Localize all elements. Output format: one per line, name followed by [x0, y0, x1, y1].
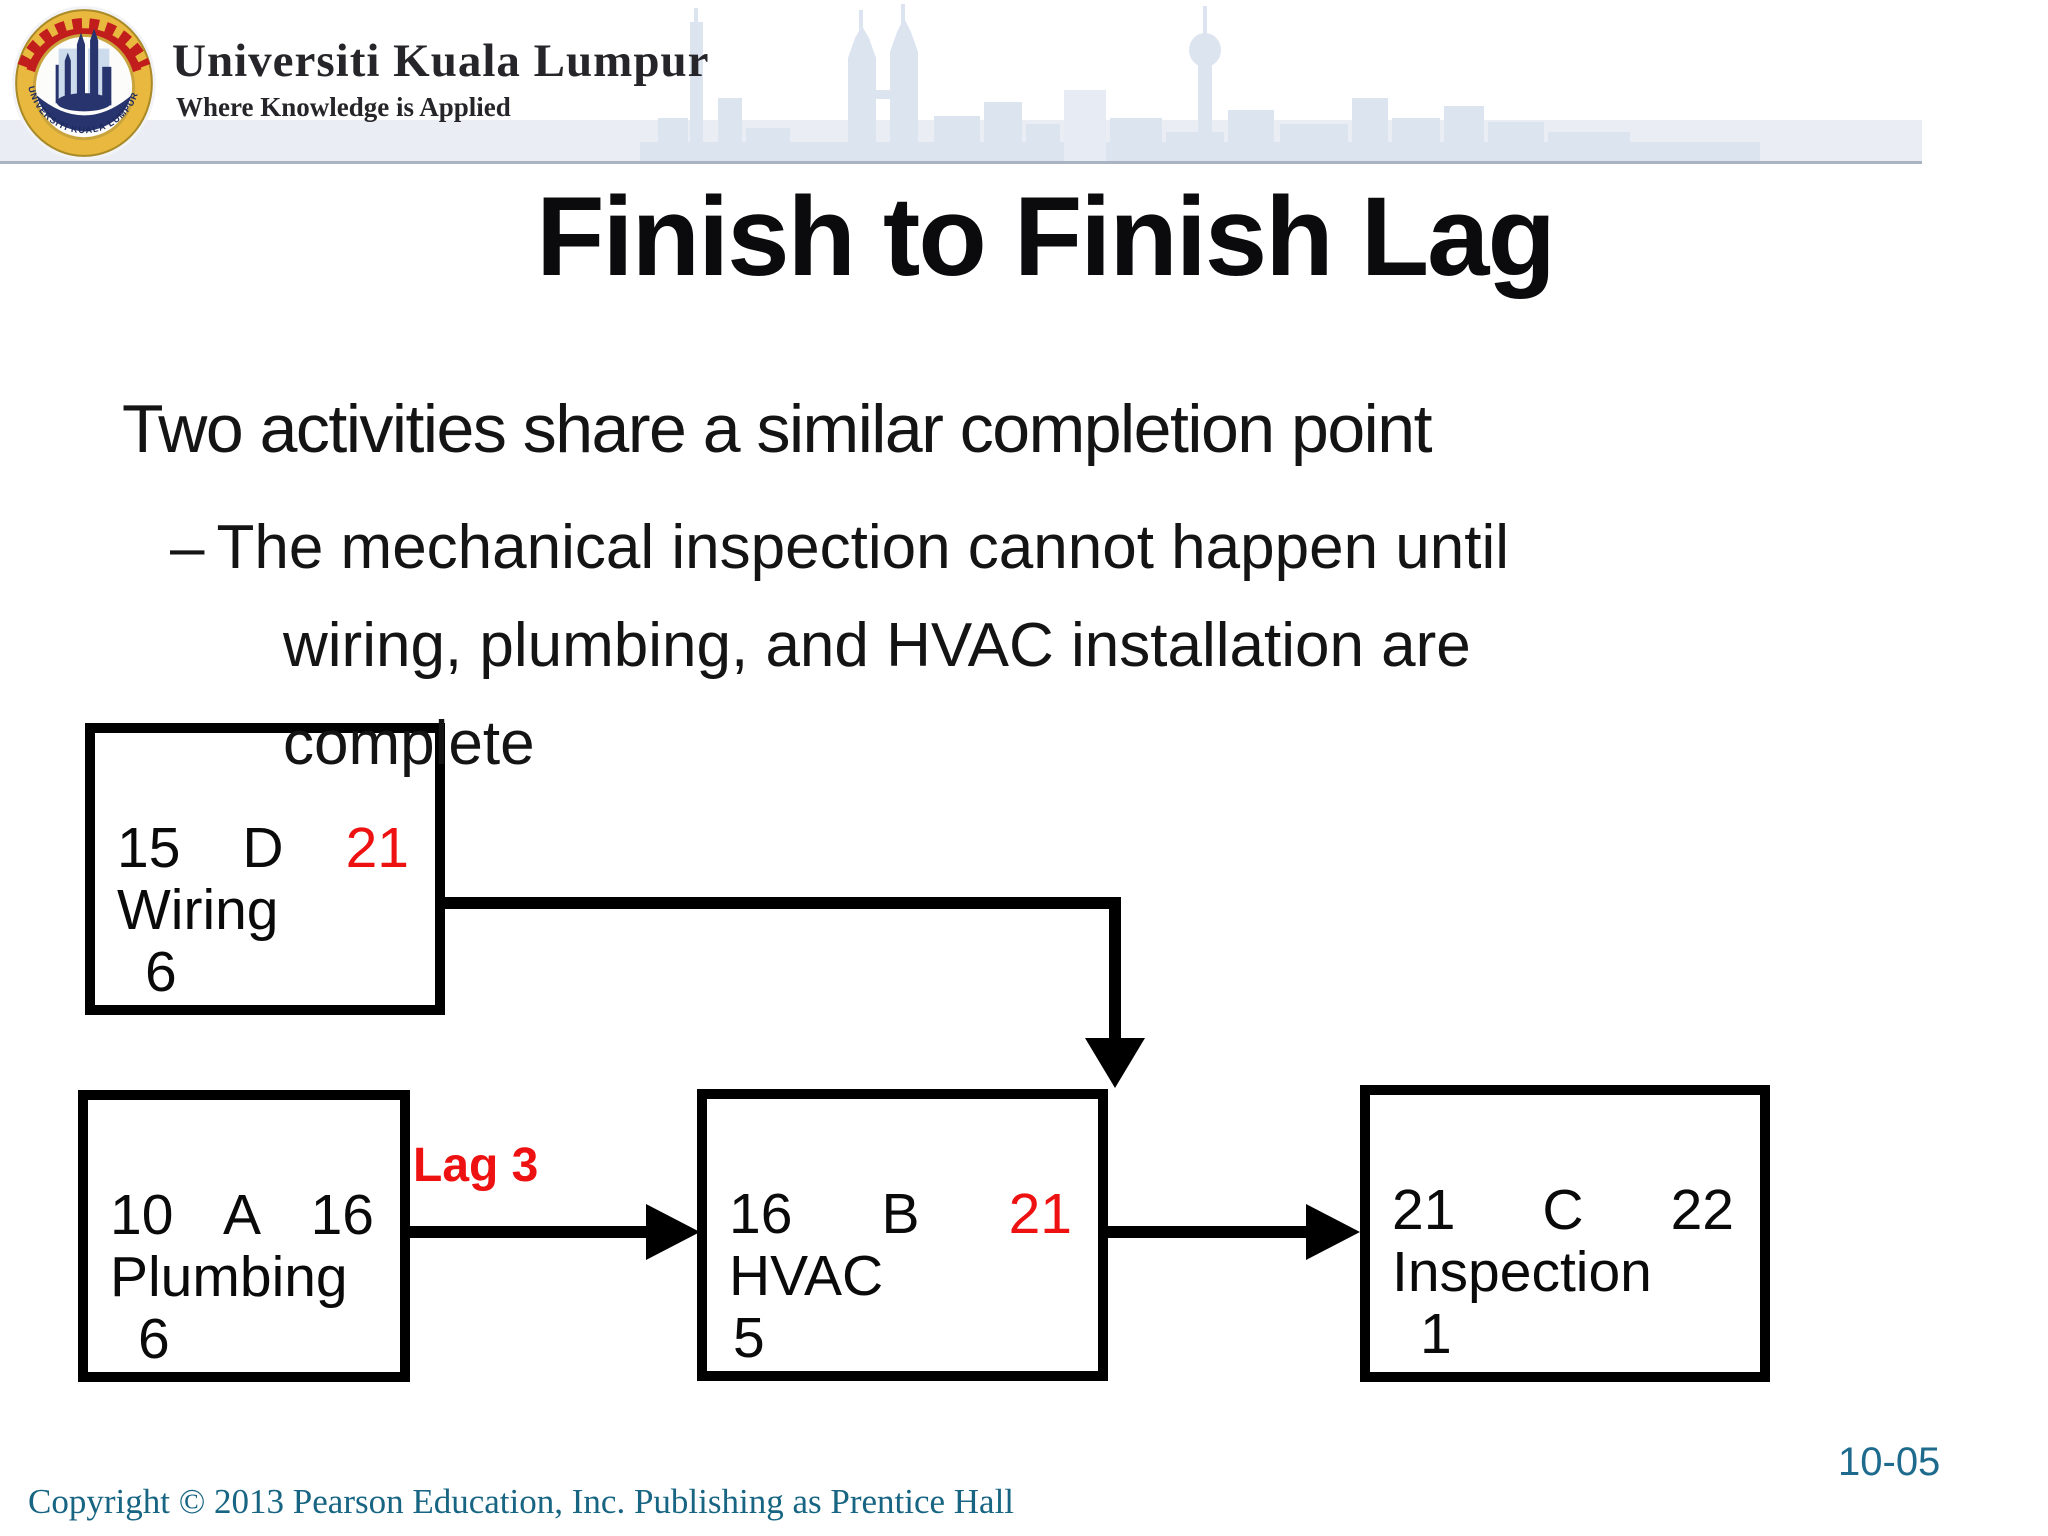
early-start: 15 — [117, 816, 181, 880]
kl-skyline-silhouette — [640, 4, 1760, 164]
early-start: 10 — [110, 1183, 174, 1247]
activity-duration: 1 — [1420, 1302, 1452, 1366]
early-finish: 21 — [345, 816, 409, 880]
arrowhead-b-to-c — [1306, 1204, 1360, 1260]
sub-bullet-line-1: –The mechanical inspection cannot happen… — [170, 512, 1509, 583]
node-times-row: 10 A 16 — [110, 1184, 374, 1246]
sub-bullet-dash: – — [170, 513, 205, 582]
activity-name: Plumbing — [110, 1245, 348, 1309]
header-divider — [0, 161, 1922, 164]
activity-node-wiring: 15 D 21 Wiring 6 — [85, 723, 445, 1015]
university-name: Universiti Kuala Lumpur — [172, 35, 710, 87]
early-start: 16 — [729, 1182, 793, 1246]
activity-letter: B — [881, 1182, 920, 1246]
early-finish: 16 — [310, 1183, 374, 1247]
activity-letter: A — [222, 1183, 262, 1247]
dependency-line-d-vertical — [1109, 897, 1121, 1042]
sub-bullet-line-2: wiring, plumbing, and HVAC installation … — [283, 611, 1471, 680]
activity-duration: 6 — [138, 1307, 170, 1371]
arrowhead-d-to-b — [1085, 1038, 1145, 1088]
unikl-logo: UNIVERSITI KUALA LUMPUR — [12, 6, 156, 160]
activity-duration: 6 — [145, 940, 177, 1004]
dependency-line-a-to-b — [410, 1226, 650, 1238]
activity-duration: 5 — [733, 1306, 765, 1370]
activity-node-inspection: 21 C 22 Inspection 1 — [1360, 1085, 1770, 1382]
early-finish: 22 — [1670, 1178, 1734, 1242]
lag-label: Lag 3 — [413, 1139, 539, 1192]
arrowhead-a-to-b — [646, 1204, 700, 1260]
early-start: 21 — [1392, 1178, 1456, 1242]
university-tagline: Where Knowledge is Applied — [176, 92, 511, 122]
dependency-line-d-horizontal — [445, 897, 1121, 909]
sub-bullet-text-1: The mechanical inspection cannot happen … — [216, 513, 1510, 582]
early-finish: 21 — [1008, 1182, 1072, 1246]
activity-node-plumbing: 10 A 16 Plumbing 6 — [78, 1090, 410, 1382]
page-number: 10-05 — [1838, 1440, 1941, 1484]
dependency-line-b-to-c — [1108, 1226, 1310, 1238]
activity-letter: D — [242, 816, 284, 880]
bullet-main: Two activities share a similar completio… — [122, 391, 1432, 467]
sub-bullet-line-3: complete — [283, 709, 535, 778]
activity-letter: C — [1542, 1178, 1584, 1242]
page-title: Finish to Finish Lag — [536, 174, 1556, 299]
activity-name: Inspection — [1392, 1240, 1652, 1304]
node-times-row: 16 B 21 — [729, 1183, 1072, 1245]
node-times-row: 15 D 21 — [117, 817, 409, 879]
copyright-text: Copyright © 2013 Pearson Education, Inc.… — [28, 1482, 1015, 1521]
node-times-row: 21 C 22 — [1392, 1179, 1734, 1241]
activity-name: HVAC — [729, 1244, 884, 1308]
activity-node-hvac: 16 B 21 HVAC 5 — [697, 1089, 1108, 1381]
activity-name: Wiring — [117, 878, 279, 942]
